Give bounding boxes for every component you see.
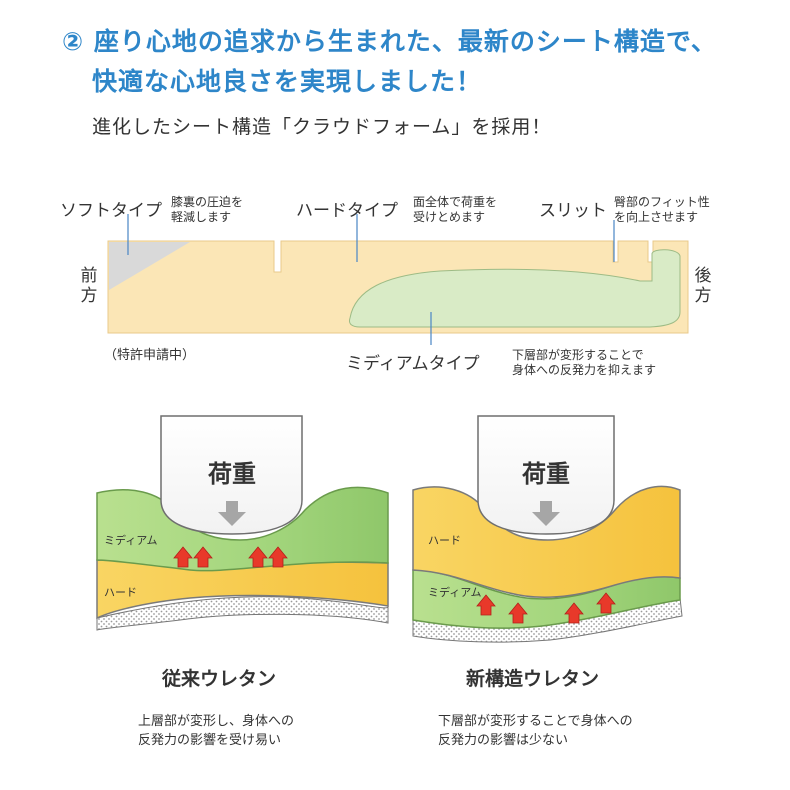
hard-type-desc-line1: 面全体で荷重を bbox=[413, 195, 498, 209]
conventional-hard-label: ハード bbox=[104, 586, 137, 599]
medium-type-desc: 下層部が変形することで 身体への反発力を抑えます bbox=[512, 348, 656, 378]
subheading: 進化したシート構造「クラウドフォーム」を採用！ bbox=[92, 116, 552, 138]
new-load-label: 荷重 bbox=[522, 460, 570, 488]
soft-type-desc-line1: 膝裏の圧迫を bbox=[171, 195, 244, 209]
conventional-urethane-diagram bbox=[96, 415, 389, 631]
new-hard-label: ハード bbox=[428, 534, 461, 547]
soft-foam-wedge bbox=[109, 242, 190, 290]
slit-desc-line2: を向上させます bbox=[614, 210, 699, 224]
load-arrow bbox=[218, 501, 246, 526]
hard-type-title: ハードタイプ bbox=[296, 201, 398, 221]
slit-title: スリット bbox=[539, 201, 607, 221]
new-caption: 新構造ウレタン bbox=[466, 668, 600, 690]
slit-desc-line1: 臀部のフィット性 bbox=[614, 195, 710, 209]
load-arrow bbox=[532, 501, 560, 526]
base-layer bbox=[96, 596, 389, 631]
conventional-caption: 従来ウレタン bbox=[162, 668, 277, 690]
patent-note: （特許申請中） bbox=[104, 348, 196, 363]
new-desc-line2: 反発力の影響は少ない bbox=[438, 733, 569, 748]
heading-line-1: ② 座り心地の追求から生まれた、最新のシート構造で、 bbox=[62, 22, 762, 62]
slit-desc: 臀部のフィット性 を向上させます bbox=[614, 195, 710, 225]
heading-line-2: 快適な心地良さを実現しました！ bbox=[92, 67, 483, 96]
load-block bbox=[160, 415, 303, 535]
hard-type-desc: 面全体で荷重を 受けとめます bbox=[413, 195, 497, 225]
front-label: 前 方 bbox=[80, 266, 98, 306]
medium-foam-layer bbox=[349, 249, 681, 328]
medium-type-title: ミディアムタイプ bbox=[346, 354, 480, 374]
heading: ② 座り心地の追求から生まれた、最新のシート構造で、 快適な心地良さを実現しまし… bbox=[62, 22, 762, 102]
back-label-char2: 方 bbox=[694, 286, 712, 306]
hard-type-desc-line2: 受けとめます bbox=[413, 210, 486, 224]
heading-text-1: 座り心地の追求から生まれた、最新のシート構造で、 bbox=[93, 27, 717, 56]
new-desc-line1: 下層部が変形することで身体への bbox=[438, 714, 633, 729]
conventional-desc: 上層部が変形し、身体への 反発力の影響を受け易い bbox=[138, 712, 294, 750]
conventional-desc-line2: 反発力の影響を受け易い bbox=[138, 733, 282, 748]
soft-type-desc: 膝裏の圧迫を 軽減します bbox=[171, 195, 243, 225]
back-label: 後 方 bbox=[694, 266, 712, 306]
load-block bbox=[477, 415, 615, 535]
new-urethane-diagram bbox=[412, 415, 683, 643]
seat-cross-section bbox=[107, 214, 689, 345]
back-label-char1: 後 bbox=[694, 266, 712, 286]
medium-type-desc-line1: 下層部が変形することで bbox=[512, 348, 644, 362]
soft-type-title: ソフトタイプ bbox=[60, 201, 162, 221]
medium-type-desc-line2: 身体への反発力を抑えます bbox=[512, 363, 657, 377]
conventional-medium-label: ミディアム bbox=[104, 534, 158, 547]
new-desc: 下層部が変形することで身体への 反発力の影響は少ない bbox=[438, 712, 633, 750]
conventional-desc-line1: 上層部が変形し、身体への bbox=[138, 714, 295, 729]
front-label-char1: 前 bbox=[80, 266, 98, 286]
heading-number: ② bbox=[62, 27, 85, 56]
new-medium-label: ミディアム bbox=[428, 586, 482, 599]
conventional-load-label: 荷重 bbox=[208, 460, 256, 488]
front-label-char2: 方 bbox=[80, 286, 98, 306]
soft-type-desc-line2: 軽減します bbox=[171, 210, 232, 224]
